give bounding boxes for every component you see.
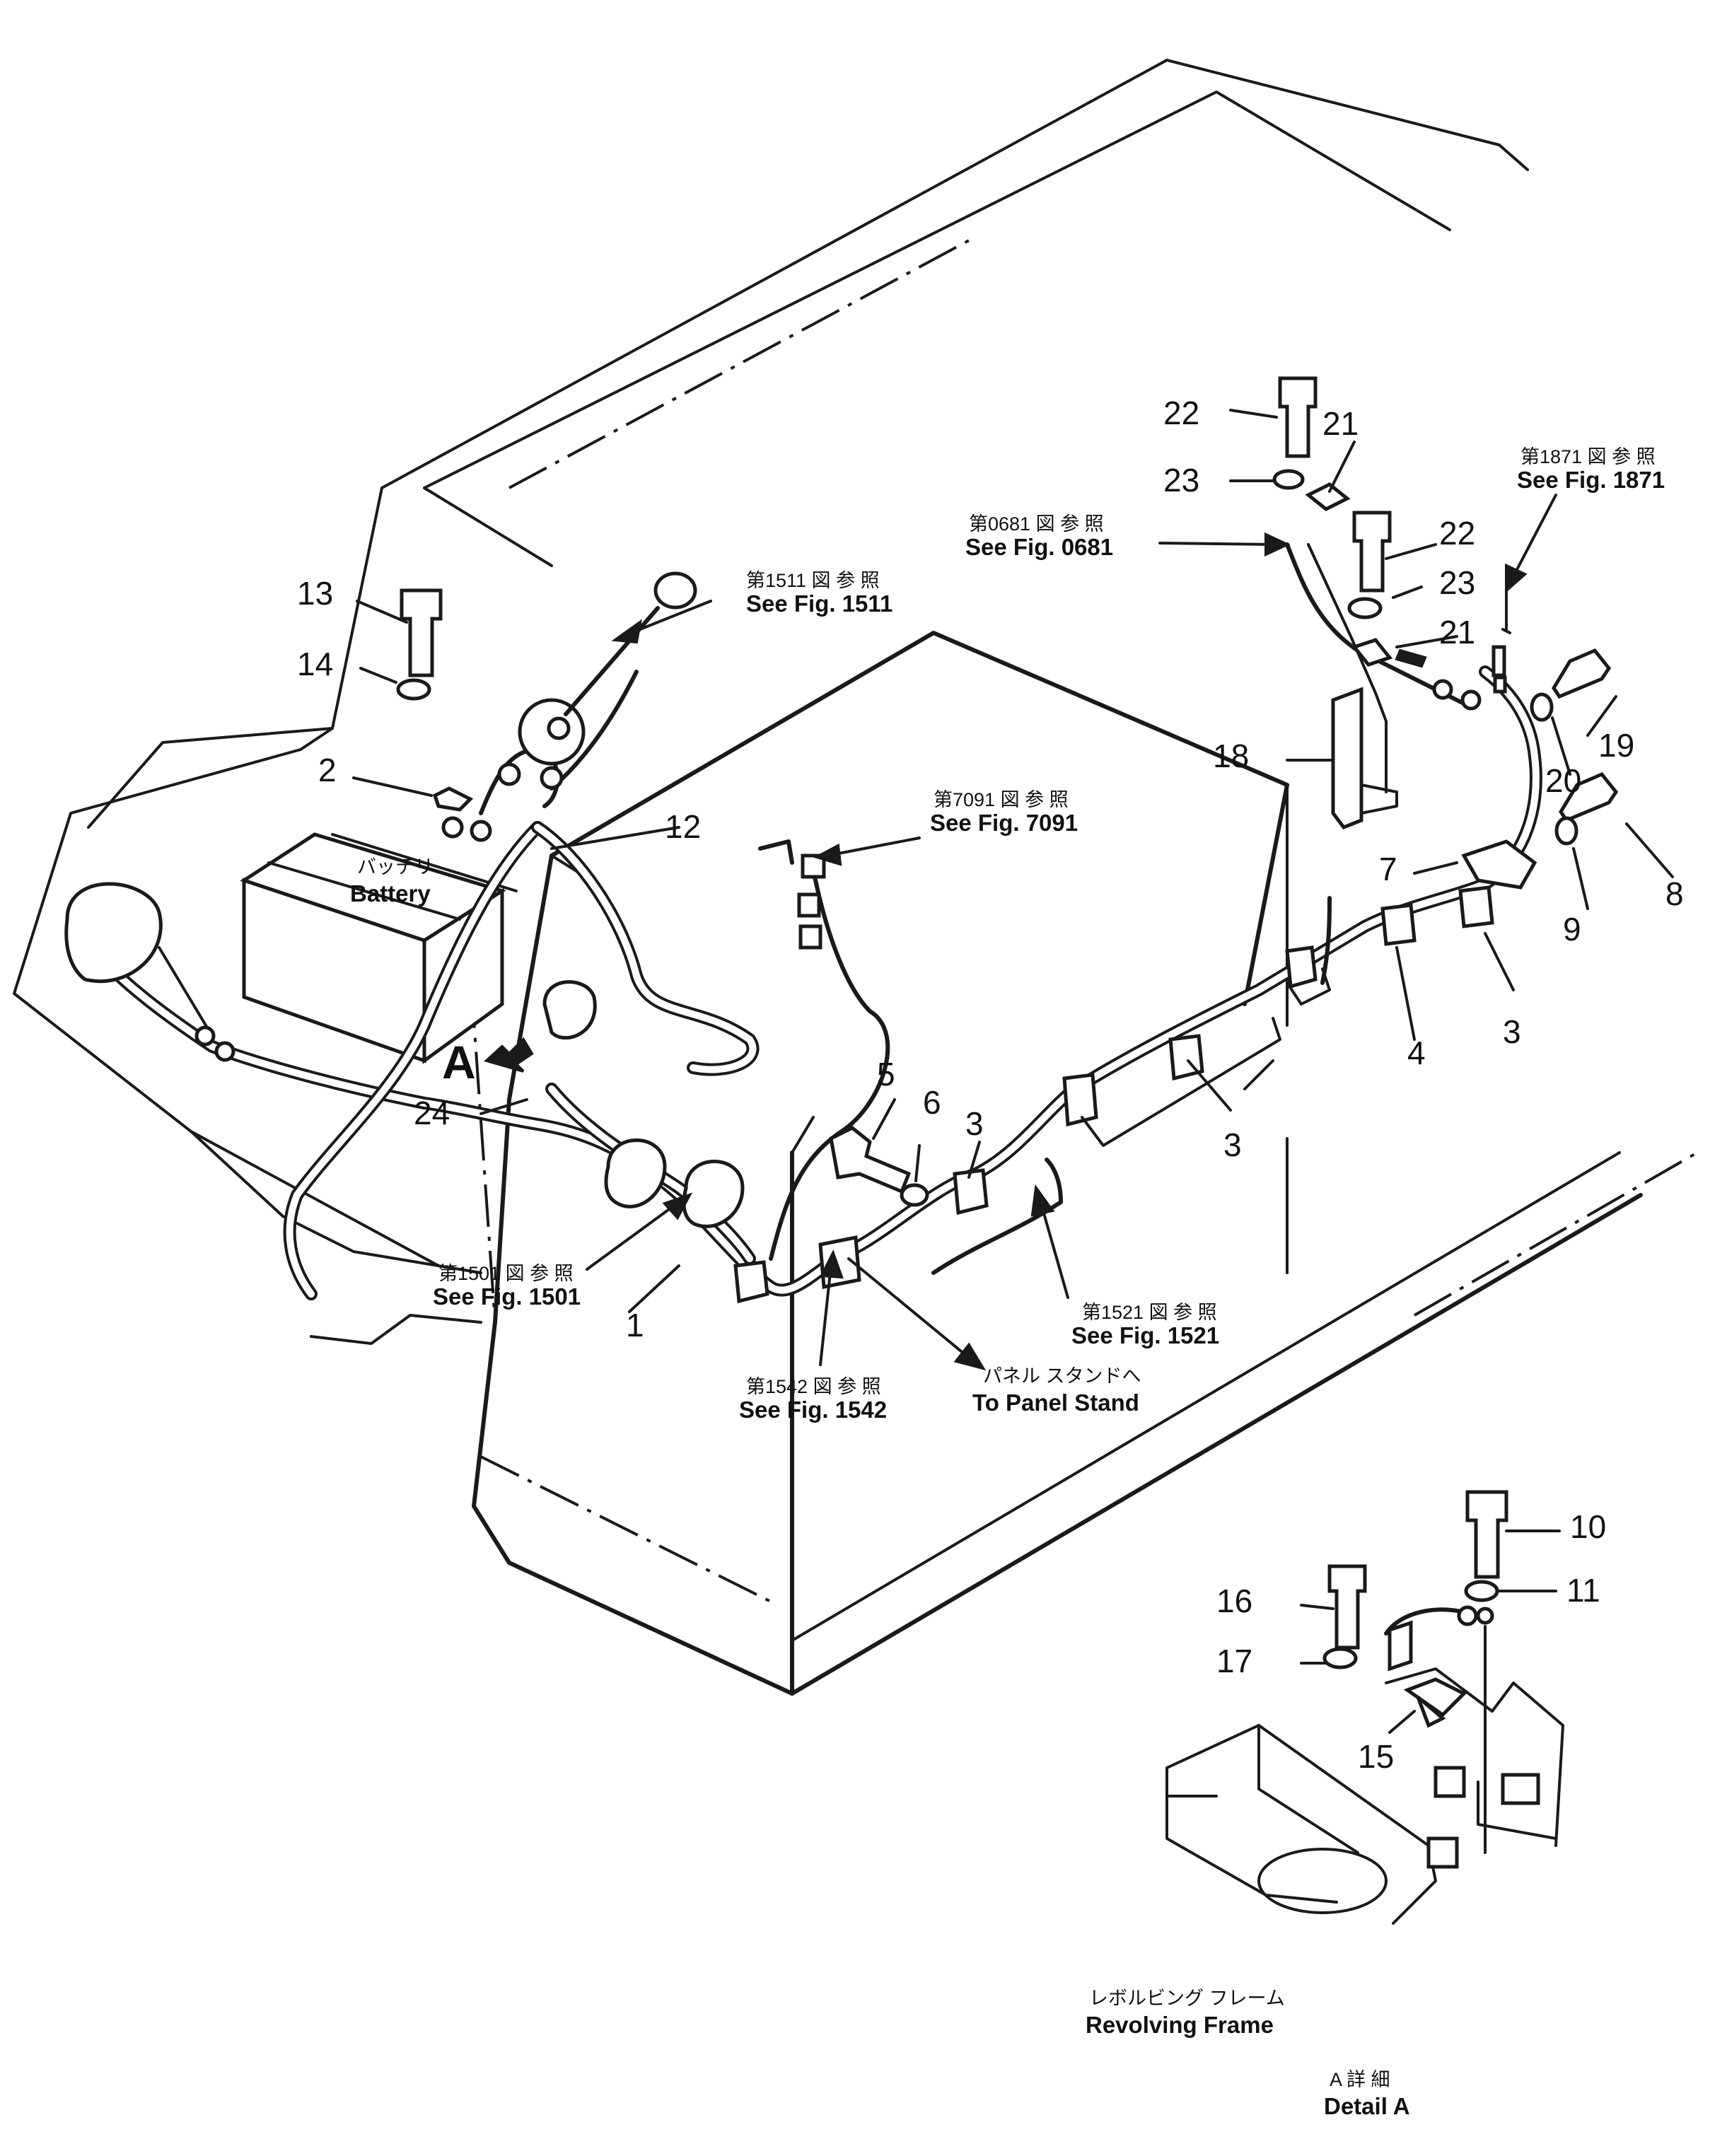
callout-18: 18 xyxy=(1213,738,1249,774)
callout-13: 13 xyxy=(297,575,333,612)
callout-15: 15 xyxy=(1358,1738,1394,1775)
panel-stand-jp: パネル スタンドへ xyxy=(983,1365,1141,1387)
leader-lines xyxy=(352,409,1674,1734)
callout-24: 24 xyxy=(414,1095,450,1131)
callout-3-right: 3 xyxy=(1503,1013,1521,1050)
callout-9: 9 xyxy=(1563,911,1581,948)
ref-1521-en: See Fig. 1521 xyxy=(1071,1322,1219,1348)
machine-body-outline xyxy=(13,59,1698,1696)
callout-12: 12 xyxy=(665,808,701,845)
callout-21-lower: 21 xyxy=(1439,614,1475,651)
panel-stand-en: To Panel Stand xyxy=(972,1389,1139,1416)
callout-22-top: 22 xyxy=(1163,395,1199,431)
callout-21-top: 21 xyxy=(1322,405,1359,442)
callout-7: 7 xyxy=(1379,851,1397,887)
callout-6: 6 xyxy=(923,1084,941,1121)
detail-a-en: Detail A xyxy=(1324,2093,1410,2119)
ref-0681-en: See Fig. 0681 xyxy=(965,534,1113,560)
ref-0681-jp: 第0681 図 参 照 xyxy=(969,513,1104,535)
ref-1542-en: See Fig. 1542 xyxy=(739,1397,887,1423)
detail-a-jp: A 詳 細 xyxy=(1330,2069,1390,2090)
ref-1511-jp: 第1511 図 参 照 xyxy=(746,570,880,591)
callout-5: 5 xyxy=(877,1056,895,1092)
callout-3-left: 3 xyxy=(965,1105,984,1142)
ref-1521-jp: 第1521 図 参 照 xyxy=(1082,1302,1217,1323)
work-lamp xyxy=(64,882,236,1062)
callout-numbers: 1 2 3 3 3 4 5 6 7 8 9 10 11 12 13 14 15 … xyxy=(297,395,1684,1775)
view-marker-a: A xyxy=(442,1036,476,1088)
battery-label-en: Battery xyxy=(350,880,431,907)
callout-11: 11 xyxy=(1566,1572,1600,1609)
callout-3-middle: 3 xyxy=(1223,1126,1242,1163)
harness-group-lines xyxy=(931,896,1332,1275)
callout-4: 4 xyxy=(1407,1035,1426,1071)
ref-1871-en: See Fig. 1871 xyxy=(1517,467,1665,493)
horns xyxy=(542,980,745,1228)
wire-harness xyxy=(78,542,1542,1300)
callout-14: 14 xyxy=(297,646,333,682)
ref-1501-en: See Fig. 1501 xyxy=(433,1283,581,1310)
callout-23-top: 23 xyxy=(1163,462,1199,499)
callout-17: 17 xyxy=(1216,1643,1252,1679)
ref-1501-jp: 第1501 図 参 照 xyxy=(438,1263,574,1284)
figure-references: 第1511 図 参 照 See Fig. 1511 第0681 図 参 照 Se… xyxy=(350,446,1665,2119)
detail-a-view xyxy=(1165,1490,1564,1925)
bolt-5-washer-6 xyxy=(829,1126,929,1207)
bracket-assembly xyxy=(1272,376,1619,846)
battery xyxy=(240,832,518,1064)
revolving-frame-en: Revolving Frame xyxy=(1086,2012,1274,2038)
callout-1: 1 xyxy=(626,1307,644,1344)
harness-clamps xyxy=(733,839,1537,1304)
battery-bolts xyxy=(396,588,492,842)
ref-1511-en: See Fig. 1511 xyxy=(746,590,892,617)
callout-20: 20 xyxy=(1545,762,1581,799)
callout-8: 8 xyxy=(1665,875,1684,912)
callout-2: 2 xyxy=(318,752,337,788)
callout-16: 16 xyxy=(1216,1583,1252,1619)
callout-19: 19 xyxy=(1598,727,1634,764)
callout-22-lower: 22 xyxy=(1439,515,1475,552)
fuel-sensor xyxy=(497,571,697,790)
callout-23-lower: 23 xyxy=(1439,564,1475,601)
ref-1542-jp: 第1542 図 参 照 xyxy=(746,1376,881,1397)
ref-1871-jp: 第1871 図 参 照 xyxy=(1520,446,1656,467)
battery-label-jp: バッテリ xyxy=(357,856,434,878)
revolving-frame-jp: レボルビング フレーム xyxy=(1089,1988,1285,2009)
callout-10: 10 xyxy=(1570,1508,1606,1545)
ref-7091-jp: 第7091 図 参 照 xyxy=(934,789,1069,810)
ref-7091-en: See Fig. 7091 xyxy=(930,810,1078,836)
